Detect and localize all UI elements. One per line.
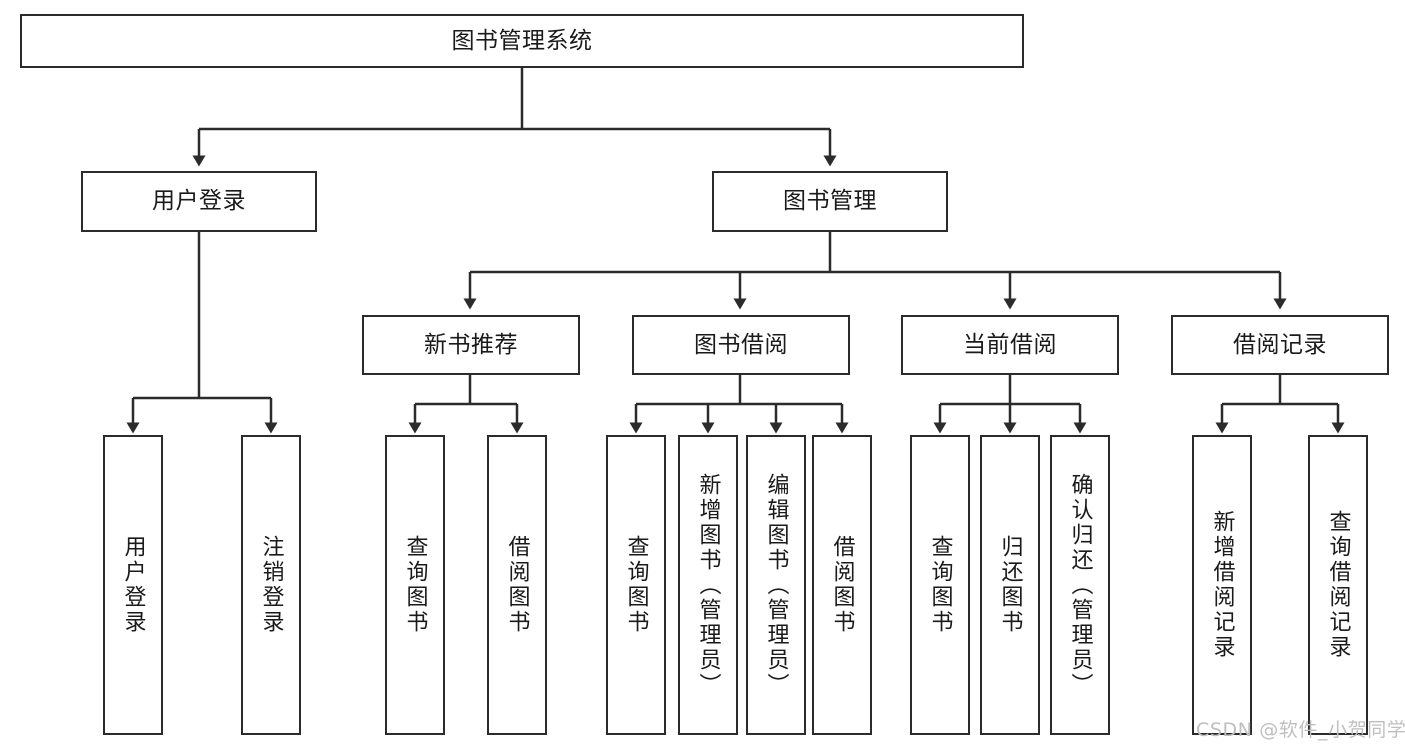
leaf-current-return-book[interactable]: 归还图书 [980,435,1040,735]
leaf-borrow-query-book[interactable]: 查询图书 [606,435,666,735]
leaf-new-book-query[interactable]: 查询图书 [385,435,445,735]
node-book-borrow-label: 图书借阅 [694,331,788,358]
node-new-book-recommend[interactable]: 新书推荐 [362,315,580,375]
leaf-borrow-add-book[interactable]: 新增图书（管理员） [678,435,738,735]
leaf-records-query-record[interactable]: 查询借阅记录 [1308,435,1368,735]
leaf-new-book-borrow[interactable]: 借阅图书 [487,435,547,735]
leaf-current-query-book[interactable]: 查询图书 [910,435,970,735]
node-current-borrow[interactable]: 当前借阅 [901,315,1119,375]
leaf-records-add-record-label: 新增借阅记录 [1209,510,1235,660]
leaf-current-return-book-label: 归还图书 [997,535,1023,635]
node-book-borrow[interactable]: 图书借阅 [632,315,850,375]
node-new-book-recommend-label: 新书推荐 [424,331,518,358]
leaf-new-book-borrow-label: 借阅图书 [504,535,530,635]
node-borrow-records[interactable]: 借阅记录 [1171,315,1389,375]
leaf-records-add-record[interactable]: 新增借阅记录 [1192,435,1252,735]
leaf-borrow-borrow-book-label: 借阅图书 [829,535,855,635]
node-book-management[interactable]: 图书管理 [712,171,948,232]
node-root[interactable]: 图书管理系统 [20,14,1024,68]
leaf-user-login-logout[interactable]: 注销登录 [241,435,301,735]
leaf-current-confirm-return-label: 确认归还（管理员） [1067,472,1093,698]
leaf-current-query-book-label: 查询图书 [927,535,953,635]
leaf-user-login-login[interactable]: 用户登录 [103,435,163,735]
leaf-current-confirm-return[interactable]: 确认归还（管理员） [1050,435,1110,735]
node-current-borrow-label: 当前借阅 [963,331,1057,358]
leaf-new-book-query-label: 查询图书 [402,535,428,635]
leaf-borrow-edit-book[interactable]: 编辑图书（管理员） [746,435,806,735]
node-root-label: 图书管理系统 [451,27,593,54]
leaf-user-login-login-label: 用户登录 [120,535,146,635]
node-book-management-label: 图书管理 [783,188,877,215]
node-user-login-label: 用户登录 [152,188,246,215]
node-user-login[interactable]: 用户登录 [81,171,317,232]
leaf-borrow-borrow-book[interactable]: 借阅图书 [812,435,872,735]
leaf-user-login-logout-label: 注销登录 [258,535,284,635]
leaf-borrow-query-book-label: 查询图书 [623,535,649,635]
node-borrow-records-label: 借阅记录 [1233,331,1327,358]
leaf-borrow-edit-book-label: 编辑图书（管理员） [763,472,789,698]
leaf-borrow-add-book-label: 新增图书（管理员） [695,472,721,698]
leaf-records-query-record-label: 查询借阅记录 [1325,510,1351,660]
